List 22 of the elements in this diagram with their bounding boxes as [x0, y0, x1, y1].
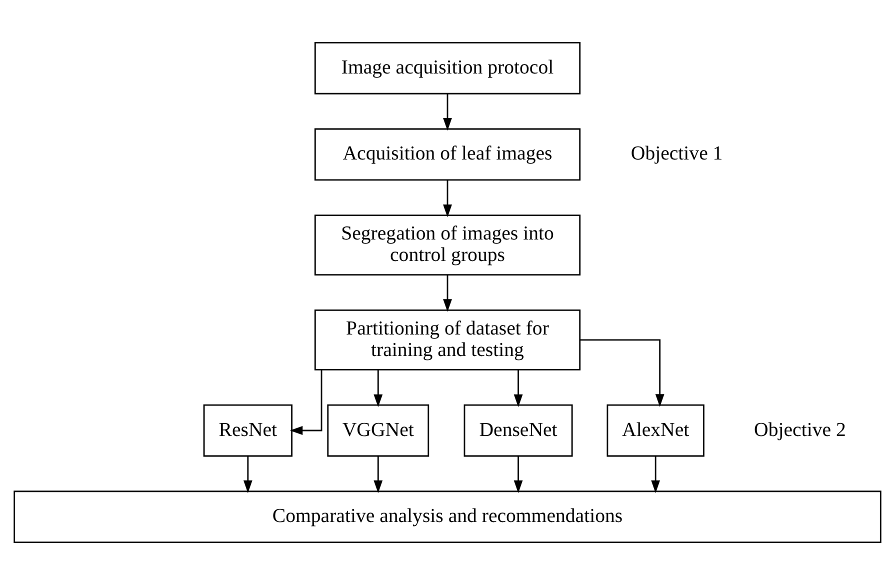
node-box: Segregation of images into control groups — [314, 214, 581, 276]
arrow — [651, 456, 660, 494]
arrow — [374, 456, 383, 494]
node-box: Partitioning of dataset for training and testing — [314, 309, 581, 370]
arrow — [290, 370, 322, 435]
node-box: Acquisition of leaf images — [314, 128, 581, 181]
arrow — [443, 180, 452, 218]
arrow — [443, 94, 452, 131]
node-box: DenseNet — [464, 404, 573, 457]
arrow — [443, 275, 452, 312]
node-box: VGGNet — [327, 404, 430, 457]
node-box: Comparative analysis and recommendations — [14, 490, 882, 544]
label: Objective 1 — [630, 142, 723, 165]
label: Objective 2 — [754, 418, 846, 441]
node-box: Image acquisition protocol — [314, 42, 581, 94]
arrow — [243, 456, 252, 494]
arrow — [580, 339, 664, 407]
arrow — [374, 370, 383, 408]
node-box: ResNet — [203, 404, 292, 457]
node-box: AlexNet — [606, 404, 704, 457]
arrow — [514, 370, 523, 408]
arrow — [514, 456, 523, 494]
